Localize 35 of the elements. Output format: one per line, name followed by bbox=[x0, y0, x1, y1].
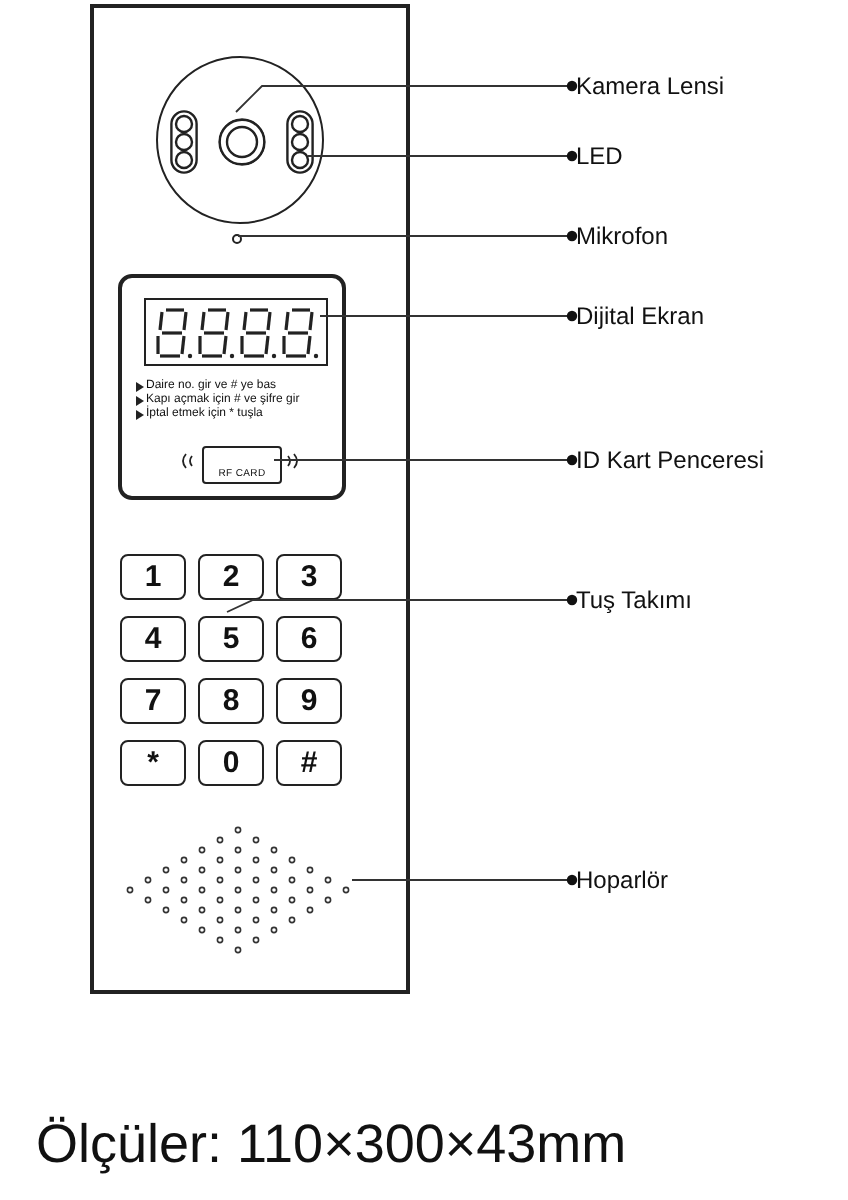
keypad-key: * bbox=[120, 740, 186, 786]
leader-line bbox=[319, 310, 578, 322]
keypad-key: 3 bbox=[276, 554, 342, 600]
intercom-panel bbox=[90, 4, 410, 994]
keypad-key: # bbox=[276, 740, 342, 786]
leader-line bbox=[351, 874, 578, 886]
microphone-hole bbox=[232, 234, 242, 244]
dimensions-caption: Ölçüler: 110×300×43mm bbox=[36, 1114, 627, 1176]
leader-line bbox=[237, 230, 578, 242]
card-reader-window bbox=[202, 446, 282, 484]
keypad-key: 6 bbox=[276, 616, 342, 662]
leader-line bbox=[235, 80, 578, 113]
callout-label: Mikrofon bbox=[576, 218, 836, 254]
leader-line bbox=[307, 150, 578, 162]
leader-line bbox=[226, 594, 578, 613]
callout-label: Hoparlör bbox=[576, 862, 836, 898]
camera-lens bbox=[218, 118, 266, 166]
led-lights bbox=[286, 110, 314, 174]
callout-label: Tuş Takımı bbox=[576, 582, 836, 618]
keypad-key: 9 bbox=[276, 678, 342, 724]
led-lights bbox=[170, 110, 198, 174]
callout-label: LED bbox=[576, 138, 836, 174]
keypad-key: 8 bbox=[198, 678, 264, 724]
callout-label: Kamera Lensi bbox=[576, 68, 836, 104]
keypad-key: 2 bbox=[198, 554, 264, 600]
keypad-key: 1 bbox=[120, 554, 186, 600]
callout-label: Dijital Ekran bbox=[576, 298, 836, 334]
leader-line bbox=[273, 454, 578, 466]
display-module bbox=[118, 274, 346, 500]
callout-label: ID Kart Penceresi bbox=[576, 442, 836, 478]
keypad-key: 0 bbox=[198, 740, 264, 786]
keypad-key: 5 bbox=[198, 616, 264, 662]
camera-housing bbox=[156, 56, 324, 224]
keypad-key: 4 bbox=[120, 616, 186, 662]
keypad-key: 7 bbox=[120, 678, 186, 724]
